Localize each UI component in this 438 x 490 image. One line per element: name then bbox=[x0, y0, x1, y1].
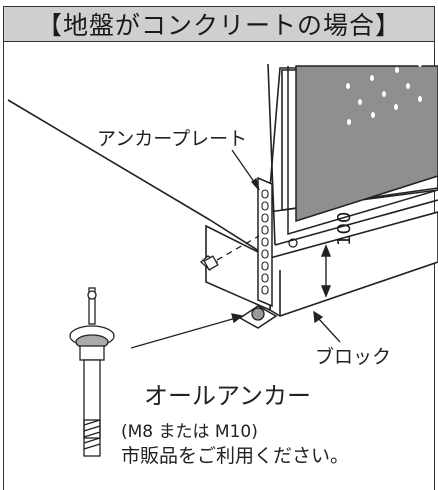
block-label: ブロック bbox=[315, 346, 392, 368]
purchase-note: 市販品をご利用ください。 bbox=[121, 445, 350, 467]
block bbox=[205, 211, 438, 317]
leader-lines bbox=[130, 149, 341, 349]
anchor-plate-label: アンカープレート bbox=[97, 128, 248, 150]
page-title: 【地盤がコンクリートの場合】 bbox=[3, 6, 435, 42]
anchor-plate bbox=[238, 176, 278, 329]
fixing-screw bbox=[200, 235, 260, 271]
cabinet-front-panel bbox=[287, 61, 438, 248]
all-anchor-label: オールアンカー bbox=[144, 382, 312, 410]
dimension-label: 100 bbox=[334, 211, 355, 246]
title-text: 【地盤がコンクリートの場合】 bbox=[36, 11, 401, 40]
anchor-nut-icon bbox=[251, 307, 265, 321]
dimension-marker bbox=[320, 244, 332, 298]
anchor-spec-label: (M8 または M10) bbox=[121, 422, 258, 442]
anchor-bolt bbox=[69, 287, 115, 457]
